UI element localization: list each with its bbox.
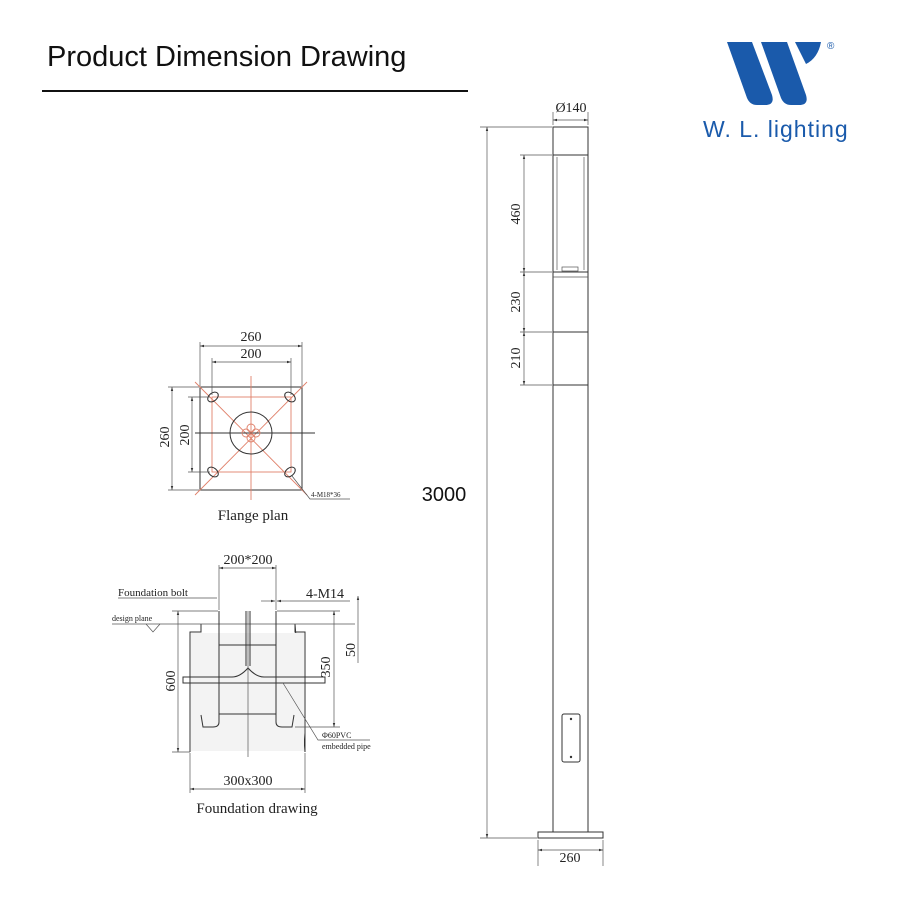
pole-elevation: Ø140 3000 460 230 210 260 <box>422 101 604 866</box>
brand-logo: ® W. L. lighting <box>703 41 849 142</box>
flange-outer-width: 260 <box>241 330 262 345</box>
pipe-label: embedded pipe <box>322 742 371 751</box>
foundation-bolt-label: Foundation bolt <box>118 587 188 599</box>
page-title: Product Dimension Drawing <box>47 41 406 73</box>
flange-caption: Flange plan <box>218 508 289 524</box>
flange-outer-height: 260 <box>158 427 173 448</box>
pipe-spec-label: Φ60PVC <box>322 731 351 740</box>
section-3-label: 210 <box>509 348 524 369</box>
protrusion-label: 50 <box>344 643 359 657</box>
registered-mark: ® <box>827 41 835 52</box>
light-section-label: 460 <box>509 204 524 225</box>
flange-inner-height: 200 <box>178 425 193 446</box>
total-height-label: 3000 <box>422 484 467 506</box>
base-plate <box>537 831 604 839</box>
base-size-label: 300x300 <box>224 774 273 789</box>
foundation-depth-label: 600 <box>164 671 179 692</box>
foundation-caption: Foundation drawing <box>196 801 318 817</box>
brand-name: W. L. lighting <box>703 116 849 142</box>
access-door <box>561 713 581 763</box>
diameter-label: Ø140 <box>555 101 586 116</box>
section-2-label: 230 <box>509 292 524 313</box>
bolt-depth-label: 350 <box>319 657 334 678</box>
flange-inner-width: 200 <box>241 347 262 362</box>
flange-plan: 260 200 260 200 4-M18*36 Flange plan <box>158 330 350 524</box>
foundation-drawing: design plane 200*200 Foundation bolt 4-M… <box>112 553 371 817</box>
base-width-label: 260 <box>560 851 581 866</box>
flange-bolt-note: 4-M18*36 <box>311 491 341 499</box>
bolt-spec-label: 4-M14 <box>306 587 344 602</box>
bolt-spacing-label: 200*200 <box>224 553 273 568</box>
design-plane-label: design plane <box>112 614 153 623</box>
